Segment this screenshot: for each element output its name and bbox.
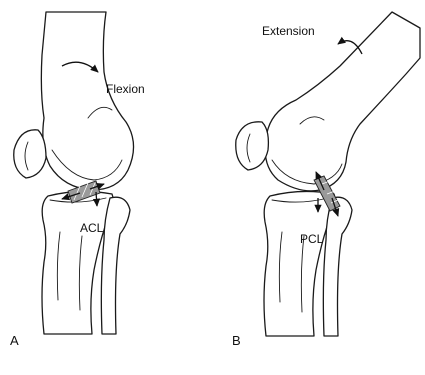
panel-letter-b: B (232, 333, 241, 348)
fibula-b (323, 197, 352, 336)
femur-b (265, 12, 420, 191)
panel-b: Extension PCL B (232, 12, 420, 348)
patella-b (236, 122, 269, 170)
flexion-label: Flexion (106, 82, 145, 96)
extension-label: Extension (262, 24, 315, 38)
acl-label: ACL (80, 221, 104, 235)
panel-a: Flexion ACL A (10, 12, 145, 348)
patella-a (14, 130, 46, 178)
femur-a (41, 12, 133, 190)
panel-letter-a: A (10, 333, 19, 348)
fibula-a (101, 197, 130, 334)
pcl-label: PCL (300, 232, 324, 246)
